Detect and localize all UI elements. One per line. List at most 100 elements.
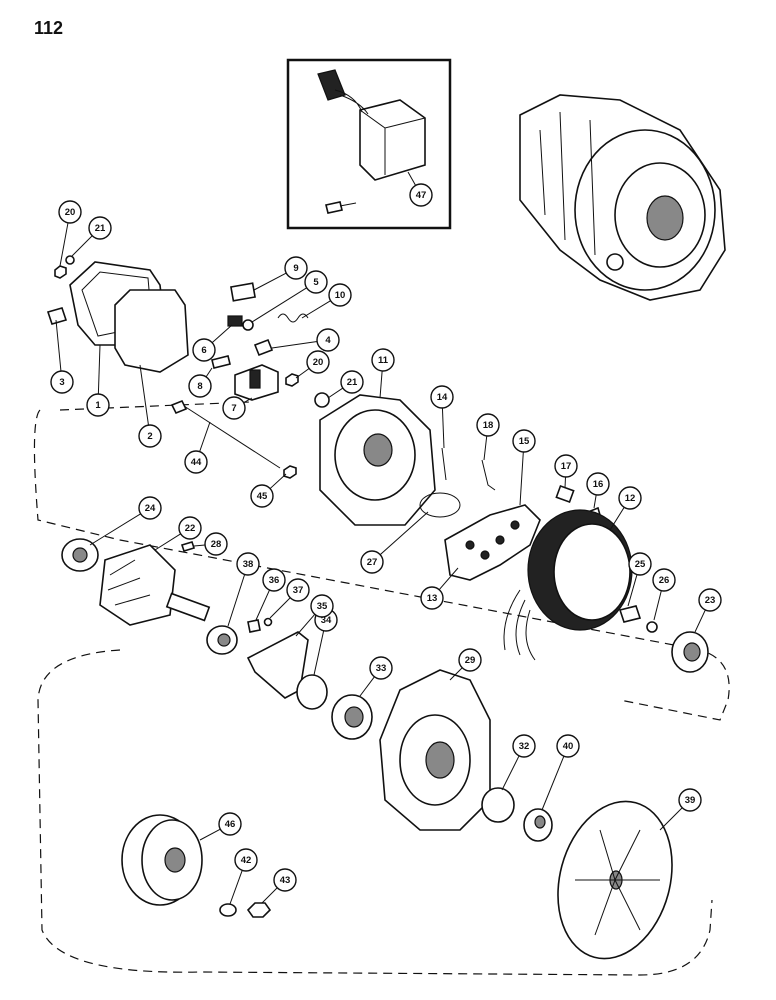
callout-label-12: 12 xyxy=(625,493,636,504)
leader-line-10 xyxy=(301,300,331,319)
screw-3 xyxy=(46,307,68,325)
callout-circle-20b xyxy=(306,350,330,374)
washer-26 xyxy=(646,621,658,633)
callout-circle-40 xyxy=(556,734,580,758)
callout-label-45: 45 xyxy=(257,491,268,502)
callout-label-26: 26 xyxy=(659,575,670,586)
callout-39: 39 xyxy=(678,788,702,812)
callout-21a: 21 xyxy=(88,216,112,240)
nut-20-mid xyxy=(285,373,299,387)
callout-4: 4 xyxy=(316,328,340,352)
callout-16: 16 xyxy=(586,472,610,496)
callout-circle-12 xyxy=(618,486,642,510)
callout-5: 5 xyxy=(304,270,328,294)
leader-line-15 xyxy=(519,451,524,506)
insulator-17 xyxy=(555,484,575,504)
callout-circle-21a xyxy=(88,216,112,240)
nut-43 xyxy=(246,902,272,918)
callout-circle-8 xyxy=(188,374,212,398)
callout-label-27: 27 xyxy=(367,557,378,568)
leader-line-23 xyxy=(694,609,706,633)
callout-circle-10 xyxy=(328,283,352,307)
callout-42: 42 xyxy=(234,848,258,872)
callout-label-17: 17 xyxy=(561,461,572,472)
callout-label-4: 4 xyxy=(325,335,331,346)
callout-label-34: 34 xyxy=(321,615,332,626)
leader-line-32 xyxy=(501,755,520,791)
washer-21-top xyxy=(65,255,75,265)
inset-box xyxy=(286,58,452,230)
leader-line-20a xyxy=(59,222,69,267)
leader-line-3 xyxy=(55,319,62,372)
callout-3: 3 xyxy=(50,370,74,394)
callout-circle-27 xyxy=(360,550,384,574)
callout-32: 32 xyxy=(512,734,536,758)
gasket-part xyxy=(114,289,189,373)
inset-screw xyxy=(325,201,357,214)
callout-label-21a: 21 xyxy=(95,223,106,234)
callout-circle-29 xyxy=(458,648,482,672)
callout-18: 18 xyxy=(476,413,500,437)
callout-circle-47 xyxy=(409,183,433,207)
callout-33: 33 xyxy=(369,656,393,680)
callout-label-15: 15 xyxy=(519,436,530,447)
callout-circle-23 xyxy=(698,588,722,612)
fan-39 xyxy=(557,800,673,960)
callout-label-36: 36 xyxy=(269,575,280,586)
screw-4 xyxy=(253,338,274,357)
leader-line-26 xyxy=(653,590,662,621)
callout-circle-1 xyxy=(86,393,110,417)
callout-label-18: 18 xyxy=(483,420,494,431)
leader-line-6 xyxy=(211,324,233,344)
callout-label-47: 47 xyxy=(416,190,427,201)
pulley-46 xyxy=(121,814,203,906)
callout-26: 26 xyxy=(652,568,676,592)
callout-44: 44 xyxy=(184,450,208,474)
callout-circle-44 xyxy=(184,450,208,474)
leader-line-16 xyxy=(593,494,597,509)
callout-label-20b: 20 xyxy=(313,357,324,368)
leader-line-8 xyxy=(205,367,213,378)
slip-ring-end-frame-11 xyxy=(319,394,436,526)
callout-label-25: 25 xyxy=(635,559,646,570)
dashed-outline-lower xyxy=(37,649,713,976)
leader-line-9 xyxy=(253,272,287,291)
callout-label-1: 1 xyxy=(95,400,101,411)
callout-circle-6 xyxy=(192,338,216,362)
callout-label-11: 11 xyxy=(378,355,389,366)
leader-lines xyxy=(55,171,706,905)
bearing-33 xyxy=(331,694,373,740)
leader-line-38 xyxy=(227,574,246,627)
leader-line-43 xyxy=(261,887,278,904)
rotor-22 xyxy=(99,544,211,626)
callout-circle-24 xyxy=(138,496,162,520)
leader-line-7 xyxy=(243,397,253,404)
callout-label-21b: 21 xyxy=(347,377,358,388)
callout-circle-14 xyxy=(430,385,454,409)
callout-circle-36 xyxy=(262,568,286,592)
callout-11: 11 xyxy=(371,348,395,372)
callout-label-43: 43 xyxy=(280,875,291,886)
leader-line-47 xyxy=(407,171,417,186)
callout-label-40: 40 xyxy=(563,741,574,752)
leader-line-44 xyxy=(199,421,211,452)
callout-label-44: 44 xyxy=(191,457,202,468)
collar-38 xyxy=(206,625,238,655)
regulator-module xyxy=(317,69,426,181)
leader-line-34 xyxy=(313,630,325,676)
washer-42 xyxy=(219,903,237,917)
brush-holder-7 xyxy=(234,364,279,401)
leader-line-1 xyxy=(97,344,101,395)
callout-28: 28 xyxy=(204,532,228,556)
leader-line-27 xyxy=(379,511,429,556)
leader-line-29 xyxy=(449,667,463,681)
callout-label-42: 42 xyxy=(241,855,252,866)
washer-5 xyxy=(242,319,254,331)
callout-15: 15 xyxy=(512,429,536,453)
callout-17: 17 xyxy=(554,454,578,478)
callout-circle-5 xyxy=(304,270,328,294)
callout-36: 36 xyxy=(262,568,286,592)
callout-circle-17 xyxy=(554,454,578,478)
callout-24: 24 xyxy=(138,496,162,520)
